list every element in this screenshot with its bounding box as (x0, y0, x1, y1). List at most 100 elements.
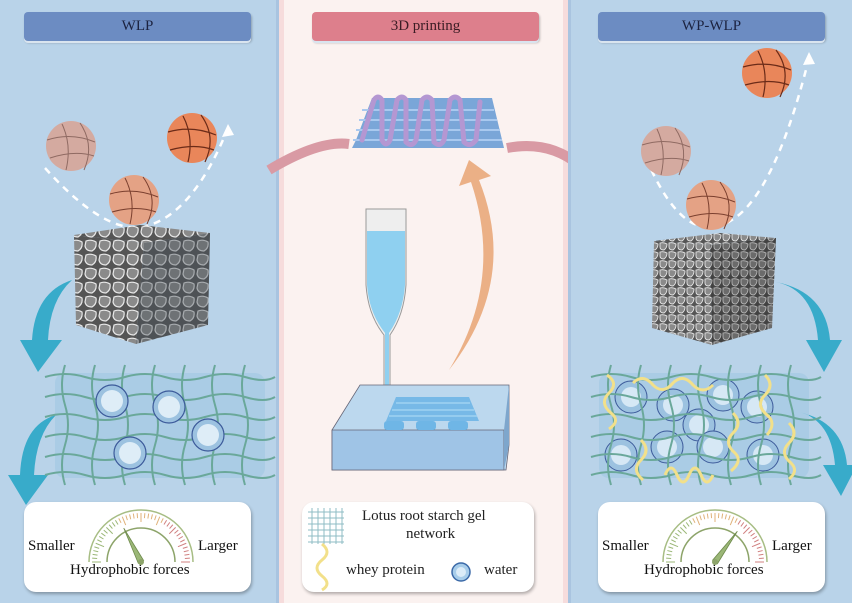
gauge-tick (154, 515, 157, 521)
water-droplet-icon (152, 390, 186, 424)
gauge-tick (757, 550, 763, 553)
gauge-tick (734, 518, 738, 524)
whey-protein-strand (783, 421, 796, 481)
gauge-tick (668, 546, 674, 549)
gauge-tick (740, 522, 745, 527)
gauge-tick (699, 515, 702, 521)
gauge-tick (748, 529, 753, 534)
gauge-outer-arc (662, 509, 768, 563)
gauge-tick (692, 518, 696, 524)
starch-network-mesh (590, 364, 822, 486)
hydrophobic-gauge-card-wp-wlp: Smaller Larger Hydrophobic forces (598, 502, 825, 592)
gauge-tick (688, 519, 693, 525)
gauge-caption: Hydrophobic forces (644, 562, 764, 578)
basketball-bright-icon (167, 113, 217, 163)
gel-network-wp-wlp (590, 364, 822, 486)
gauge-tick (97, 539, 103, 543)
gauge-tick (101, 532, 106, 537)
gauge-tick (729, 516, 735, 526)
gauge-tick (703, 514, 706, 520)
gauge-tick (706, 513, 709, 519)
3d-printing-title: 3D printing (312, 12, 539, 41)
water-droplet-icon (706, 378, 740, 412)
gauge-tick (160, 518, 164, 524)
gauge-tick (114, 519, 119, 525)
whey-protein-legend-icon (315, 542, 329, 592)
whey-protein-strand (727, 411, 740, 473)
gauge-tick (669, 542, 679, 548)
gauge-tick (666, 553, 672, 556)
basketball-medium-icon (686, 180, 736, 230)
gauge-tick (178, 535, 184, 540)
down-arrow-icon (776, 282, 842, 372)
gauge-tick (118, 518, 122, 524)
water-legend-icon (451, 562, 471, 582)
starch-network-mesh (44, 364, 276, 486)
gauge-needle-hub (138, 559, 144, 565)
gauge-tick (150, 514, 153, 520)
gauge-tick (667, 550, 673, 553)
3d-printing-panel: 3D printing (266, 0, 583, 603)
gauge-tick (182, 546, 188, 549)
whey-protein-strand (759, 373, 774, 436)
gauge-max-label: Larger (198, 538, 238, 554)
gauge-tick (155, 516, 161, 526)
basketball-faded-icon (641, 126, 691, 176)
gauge-tick (174, 529, 179, 534)
whey-protein-strand (635, 438, 648, 482)
gauge-inner-arc (106, 527, 176, 563)
hydrophobic-gauge-card-wlp: Smaller Larger Hydrophobic forces (24, 502, 251, 592)
down-arrow-icon (799, 412, 852, 496)
curved-up-arrow-icon (449, 160, 494, 370)
trajectory-arrowhead (222, 124, 234, 137)
water-droplet-icon (656, 388, 690, 422)
gauge-tick (179, 539, 185, 543)
gauge-tick (672, 535, 678, 540)
gauge-outer-arc (88, 509, 194, 563)
porous-cube-wp-wlp (652, 233, 776, 345)
gauge-needle (711, 530, 738, 565)
wlp-title: WLP (24, 12, 251, 41)
gauge-tick (671, 539, 677, 543)
gauge-tick (695, 516, 701, 526)
arc-to-left (266, 138, 350, 175)
legend-protein-label: whey protein (346, 562, 425, 578)
gauge-tick (753, 539, 759, 543)
basketball-bright-icon (742, 48, 792, 98)
trajectory-arrowhead (803, 52, 815, 65)
legend-network-label: Lotus root starch gel (362, 508, 486, 524)
gauge-tick (752, 535, 758, 540)
printed-lattice (352, 94, 504, 148)
whey-protein-strand (603, 373, 617, 431)
gauge-tick (129, 514, 132, 520)
gauge-tick (721, 513, 724, 519)
gauge-tick (176, 532, 181, 537)
gauge-tick (743, 524, 748, 529)
starch-network-legend-icon (308, 508, 344, 544)
down-arrow-icon (20, 280, 72, 372)
gauge-tick (95, 542, 105, 548)
gauge-max-label: Larger (772, 538, 812, 554)
gauge-tick (724, 514, 727, 520)
gauge-tick (121, 516, 127, 526)
gel-network-wlp (44, 364, 276, 486)
wp-wlp-panel: WP-WLP (568, 0, 852, 603)
gauge-tick (103, 529, 108, 534)
gauge-tick (105, 526, 114, 535)
gauge-tick (93, 550, 99, 553)
hydrophobic-gauge (662, 509, 768, 565)
gauge-min-label: Smaller (28, 538, 75, 554)
porous-cube-wlp (74, 225, 210, 344)
gauge-tick (125, 515, 128, 521)
hydrophobic-gauge (88, 509, 194, 565)
whey-protein-strand (663, 466, 715, 484)
basketball-faded-icon (46, 121, 96, 171)
gauge-tick (132, 513, 135, 519)
3d-printer-illustration (331, 208, 510, 471)
gauge-tick (682, 524, 687, 529)
gauge-min-label: Smaller (602, 538, 649, 554)
basketball-medium-icon (109, 175, 159, 225)
gauge-tick (737, 519, 742, 525)
gauge-tick (111, 522, 116, 527)
gauge-tick (183, 550, 189, 553)
